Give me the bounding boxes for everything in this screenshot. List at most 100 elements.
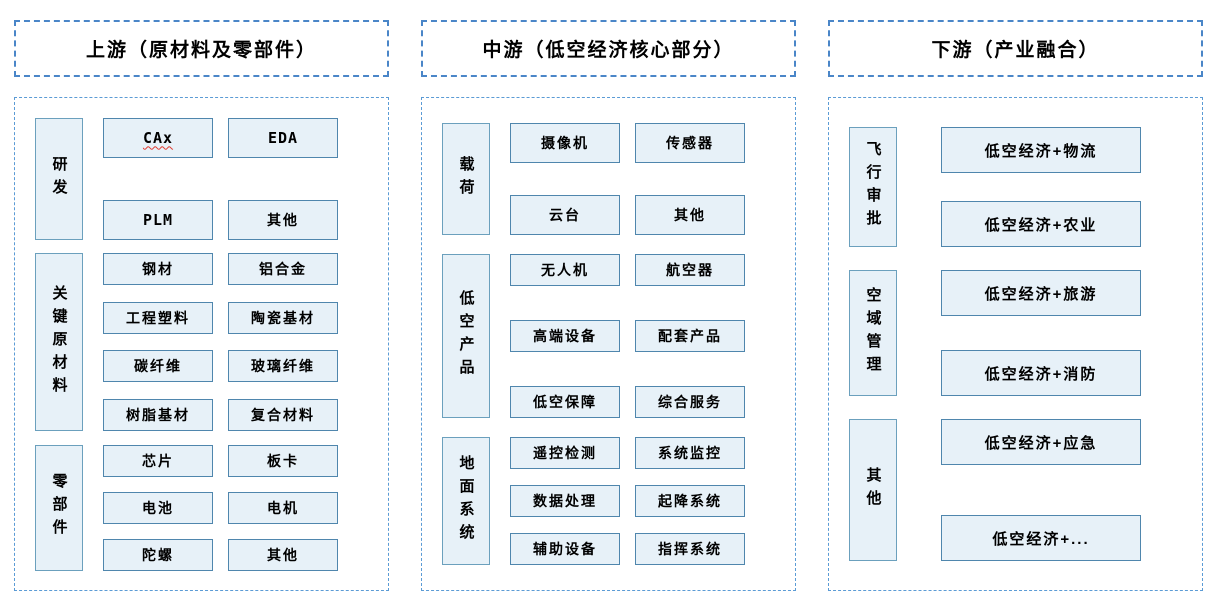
item-box: 板卡 (228, 444, 338, 477)
item-box: 碳纤维 (103, 350, 213, 383)
section-payload: 载荷 摄像机 传感器 云台 其他 (442, 123, 785, 235)
item-box: 低空经济+... (941, 515, 1141, 561)
section-key-materials-items: 钢材 铝合金 工程塑料 陶瓷基材 碳纤维 玻璃纤维 树脂基材 复合材料 (103, 253, 378, 431)
section-flight-approval-items: 低空经济+物流 低空经济+农业 (941, 127, 1192, 247)
item-box: 辅助设备 (510, 533, 620, 565)
item-box: 云台 (510, 195, 620, 235)
item-box: 铝合金 (228, 253, 338, 285)
item-box: 钢材 (103, 253, 213, 285)
column-midstream: 中游（低空经济核心部分） 载荷 摄像机 传感器 云台 其他 低空产品 (421, 20, 796, 591)
item-box: 芯片 (103, 444, 213, 477)
item-box: 玻璃纤维 (228, 350, 338, 383)
section-components: 零部件 芯片 板卡 电池 电机 陀螺 其他 (35, 444, 378, 571)
item-row: 辅助设备 指挥系统 (510, 533, 785, 565)
item-row: 无人机 航空器 (510, 254, 785, 286)
section-low-altitude-products: 低空产品 无人机 航空器 高端设备 配套产品 低空保障 综合服务 (442, 254, 785, 418)
item-row: 低空保障 综合服务 (510, 386, 785, 418)
midstream-header: 中游（低空经济核心部分） (421, 20, 796, 77)
item-row: 高端设备 配套产品 (510, 320, 785, 352)
item-row: 低空经济+物流 (941, 127, 1192, 173)
section-payload-label: 载荷 (442, 123, 490, 235)
item-row: 遥控检测 系统监控 (510, 437, 785, 469)
item-row: 数据处理 起降系统 (510, 485, 785, 517)
item-box: 低空保障 (510, 386, 620, 418)
section-airspace-management: 空域管理 低空经济+旅游 低空经济+消防 (849, 270, 1192, 396)
item-box: 低空经济+应急 (941, 419, 1141, 465)
section-rd-items: CAx EDA PLM 其他 (103, 117, 378, 240)
item-box: 电池 (103, 491, 213, 524)
section-others: 其他 低空经济+应急 低空经济+... (849, 419, 1192, 561)
section-key-materials: 关键原材料 钢材 铝合金 工程塑料 陶瓷基材 碳纤维 玻璃纤维 (35, 253, 378, 431)
item-box: 摄像机 (510, 123, 620, 163)
item-box: 其他 (228, 538, 338, 571)
item-box: 航空器 (635, 254, 745, 286)
downstream-title: 下游（产业融合） (931, 40, 1100, 61)
item-box: 电机 (228, 491, 338, 524)
item-row: 低空经济+农业 (941, 201, 1192, 247)
item-row: 低空经济+应急 (941, 419, 1192, 465)
section-low-altitude-products-label: 低空产品 (442, 254, 490, 418)
item-box: 陀螺 (103, 538, 213, 571)
section-low-altitude-products-items: 无人机 航空器 高端设备 配套产品 低空保障 综合服务 (510, 254, 785, 418)
midstream-title: 中游（低空经济核心部分） (482, 40, 735, 61)
item-box: CAx (103, 117, 213, 158)
item-label: CAx (142, 128, 174, 147)
item-box: 低空经济+农业 (941, 201, 1141, 247)
item-box: 传感器 (635, 123, 745, 163)
upstream-header: 上游（原材料及零部件） (14, 20, 389, 77)
item-row: 芯片 板卡 (103, 444, 378, 477)
downstream-body: 飞行审批 低空经济+物流 低空经济+农业 空域管理 低空经济+旅游 (828, 97, 1203, 591)
section-ground-systems: 地面系统 遥控检测 系统监控 数据处理 起降系统 辅助设备 指挥系统 (442, 437, 785, 565)
item-box: 起降系统 (635, 485, 745, 517)
section-flight-approval-label: 飞行审批 (849, 127, 897, 247)
section-rd-label: 研发 (35, 117, 83, 240)
column-upstream: 上游（原材料及零部件） 研发 CAx EDA PLM 其他 关键原材料 (14, 20, 389, 591)
section-components-label: 零部件 (35, 444, 83, 571)
downstream-header: 下游（产业融合） (828, 20, 1203, 77)
item-box: 复合材料 (228, 398, 338, 431)
item-box: 数据处理 (510, 485, 620, 517)
item-row: 低空经济+消防 (941, 350, 1192, 396)
section-airspace-management-items: 低空经济+旅游 低空经济+消防 (941, 270, 1192, 396)
section-others-label: 其他 (849, 419, 897, 561)
item-box: 系统监控 (635, 437, 745, 469)
item-box: 综合服务 (635, 386, 745, 418)
item-box: 工程塑料 (103, 301, 213, 334)
section-rd: 研发 CAx EDA PLM 其他 (35, 117, 378, 240)
item-box: 低空经济+物流 (941, 127, 1141, 173)
item-row: 陀螺 其他 (103, 538, 378, 571)
section-key-materials-label: 关键原材料 (35, 253, 83, 431)
item-box: 树脂基材 (103, 398, 213, 431)
section-flight-approval: 飞行审批 低空经济+物流 低空经济+农业 (849, 127, 1192, 247)
upstream-body: 研发 CAx EDA PLM 其他 关键原材料 钢材 (14, 97, 389, 591)
item-box: 遥控检测 (510, 437, 620, 469)
item-row: 低空经济+... (941, 515, 1192, 561)
section-ground-systems-items: 遥控检测 系统监控 数据处理 起降系统 辅助设备 指挥系统 (510, 437, 785, 565)
item-box: 指挥系统 (635, 533, 745, 565)
item-box: 高端设备 (510, 320, 620, 352)
item-row: PLM 其他 (103, 199, 378, 240)
item-box: 陶瓷基材 (228, 301, 338, 334)
item-row: 云台 其他 (510, 195, 785, 235)
item-row: 电池 电机 (103, 491, 378, 524)
column-downstream: 下游（产业融合） 飞行审批 低空经济+物流 低空经济+农业 空域管理 (828, 20, 1203, 591)
section-airspace-management-label: 空域管理 (849, 270, 897, 396)
item-box: 配套产品 (635, 320, 745, 352)
section-payload-items: 摄像机 传感器 云台 其他 (510, 123, 785, 235)
item-box: 其他 (228, 199, 338, 240)
item-box: PLM (103, 199, 213, 240)
upstream-title: 上游（原材料及零部件） (85, 40, 317, 61)
item-row: 工程塑料 陶瓷基材 (103, 301, 378, 334)
item-row: 碳纤维 玻璃纤维 (103, 350, 378, 383)
item-row: 摄像机 传感器 (510, 123, 785, 163)
item-box: 低空经济+消防 (941, 350, 1141, 396)
item-row: 树脂基材 复合材料 (103, 398, 378, 431)
section-components-items: 芯片 板卡 电池 电机 陀螺 其他 (103, 444, 378, 571)
item-row: CAx EDA (103, 117, 378, 158)
item-box: 低空经济+旅游 (941, 270, 1141, 316)
item-box: EDA (228, 117, 338, 158)
item-box: 其他 (635, 195, 745, 235)
item-row: 钢材 铝合金 (103, 253, 378, 285)
item-box: 无人机 (510, 254, 620, 286)
